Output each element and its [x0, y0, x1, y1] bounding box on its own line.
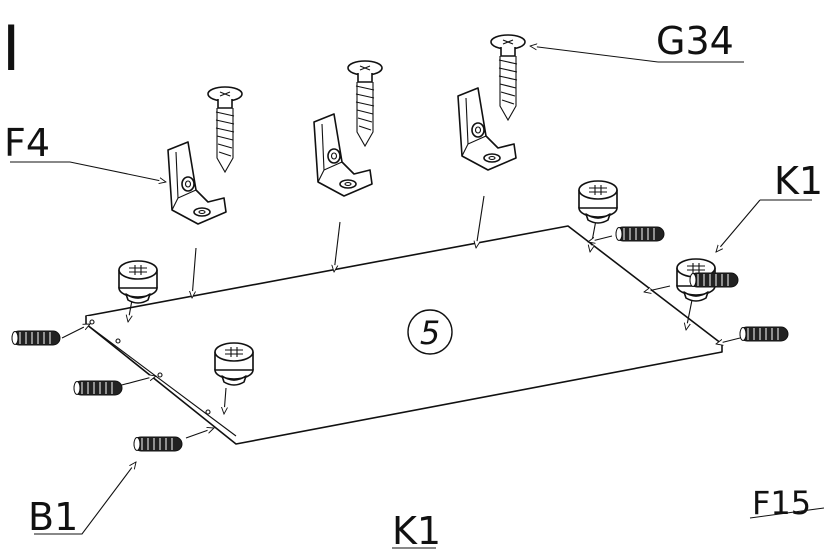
screw-icon	[347, 60, 383, 147]
panel-board	[85, 225, 723, 445]
cam-lock-icon	[118, 260, 158, 304]
screw-icon	[207, 86, 243, 173]
corner-bracket-icon	[457, 87, 517, 171]
panel-number-circle: 5	[407, 309, 453, 355]
callout-partial-label: F15	[752, 484, 811, 522]
insertion-guides	[61, 195, 749, 439]
corner-bracket-icon	[313, 113, 373, 197]
wooden-dowel-icon	[11, 330, 61, 346]
wooden-dowel-icon	[615, 226, 665, 242]
cam-lock-icon	[578, 180, 618, 224]
callout-bracket-label: F4	[4, 121, 50, 165]
callout-dowel-label: B1	[28, 495, 78, 539]
callout-cam-lock-bottom-label: K1	[392, 509, 441, 550]
wooden-dowel-icon	[689, 272, 739, 288]
callout-cam-lock-label: K1	[774, 159, 823, 203]
callout-screw-label: G34	[656, 19, 734, 63]
wooden-dowel-icon	[133, 436, 183, 452]
screw-icon	[490, 34, 526, 121]
wooden-dowel-icon	[739, 326, 789, 342]
panel-number: 5	[420, 314, 440, 352]
step-number: I	[2, 12, 20, 85]
callout-leaders	[10, 46, 824, 549]
wooden-dowel-icon	[73, 380, 123, 396]
